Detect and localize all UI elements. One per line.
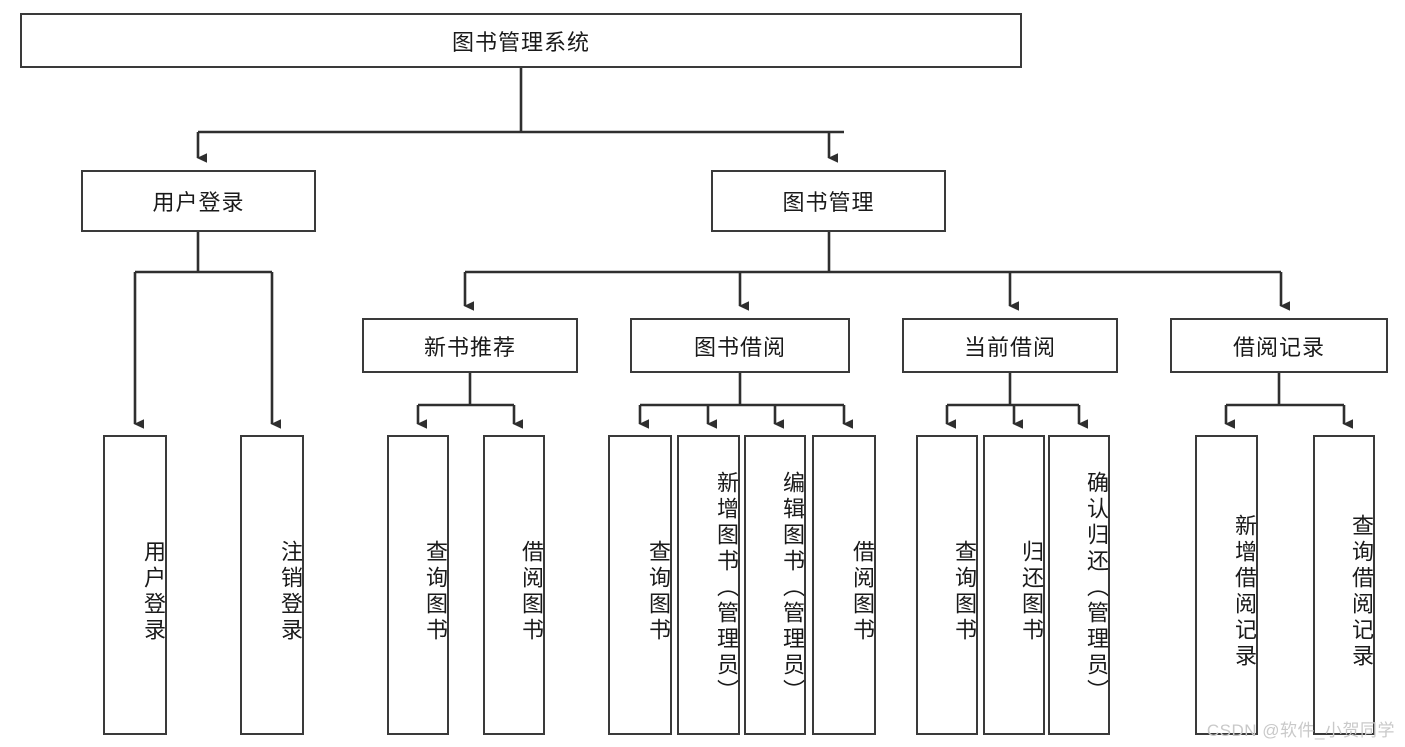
node-leaf-query-book-2[interactable]: 查询图书 — [608, 435, 672, 735]
node-label: 新增图书（管理员） — [714, 471, 739, 705]
node-current-borrow[interactable]: 当前借阅 — [902, 318, 1118, 373]
node-leaf-query-borrow-record[interactable]: 查询借阅记录 — [1313, 435, 1375, 735]
node-borrow-record[interactable]: 借阅记录 — [1170, 318, 1388, 373]
node-leaf-add-book[interactable]: 新增图书（管理员） — [677, 435, 740, 735]
node-label: 借阅图书 — [850, 540, 875, 644]
node-book-management[interactable]: 图书管理 — [711, 170, 946, 232]
node-label: 查询图书 — [952, 540, 977, 644]
node-new-book-recommend[interactable]: 新书推荐 — [362, 318, 578, 373]
node-label: 用户登录 — [141, 540, 166, 644]
node-label: 归还图书 — [1019, 540, 1044, 644]
node-leaf-borrow-book-2[interactable]: 借阅图书 — [812, 435, 876, 735]
node-label: 当前借阅 — [963, 334, 1056, 360]
node-label: 借阅记录 — [1232, 334, 1325, 360]
node-leaf-return-book[interactable]: 归还图书 — [983, 435, 1045, 735]
node-label: 图书借阅 — [693, 334, 786, 360]
node-root-title[interactable]: 图书管理系统 — [20, 13, 1022, 68]
node-label: 查询借阅记录 — [1349, 514, 1374, 670]
node-leaf-query-book-3[interactable]: 查询图书 — [916, 435, 978, 735]
node-leaf-user-login[interactable]: 用户登录 — [103, 435, 167, 735]
node-leaf-add-borrow-record[interactable]: 新增借阅记录 — [1195, 435, 1258, 735]
node-label: 图书管理系统 — [451, 29, 590, 55]
node-label: 新书推荐 — [423, 334, 516, 360]
node-label: 查询图书 — [423, 540, 448, 644]
node-label: 确认归还（管理员） — [1084, 471, 1109, 705]
node-label: 新增借阅记录 — [1232, 514, 1257, 670]
node-leaf-edit-book[interactable]: 编辑图书（管理员） — [744, 435, 806, 735]
node-label: 编辑图书（管理员） — [780, 471, 805, 705]
node-book-borrow[interactable]: 图书借阅 — [630, 318, 850, 373]
node-label: 查询图书 — [646, 540, 671, 644]
node-label: 用户登录 — [152, 190, 245, 215]
node-leaf-query-book-1[interactable]: 查询图书 — [387, 435, 449, 735]
node-user-login[interactable]: 用户登录 — [81, 170, 316, 232]
node-label: 借阅图书 — [519, 540, 544, 644]
node-leaf-user-logout[interactable]: 注销登录 — [240, 435, 304, 735]
node-label: 图书管理 — [782, 190, 875, 215]
csdn-watermark: CSDN @软件_小贺同学 — [1206, 721, 1395, 740]
node-label: 注销登录 — [278, 540, 303, 644]
node-leaf-borrow-book-1[interactable]: 借阅图书 — [483, 435, 545, 735]
node-leaf-confirm-return[interactable]: 确认归还（管理员） — [1048, 435, 1110, 735]
